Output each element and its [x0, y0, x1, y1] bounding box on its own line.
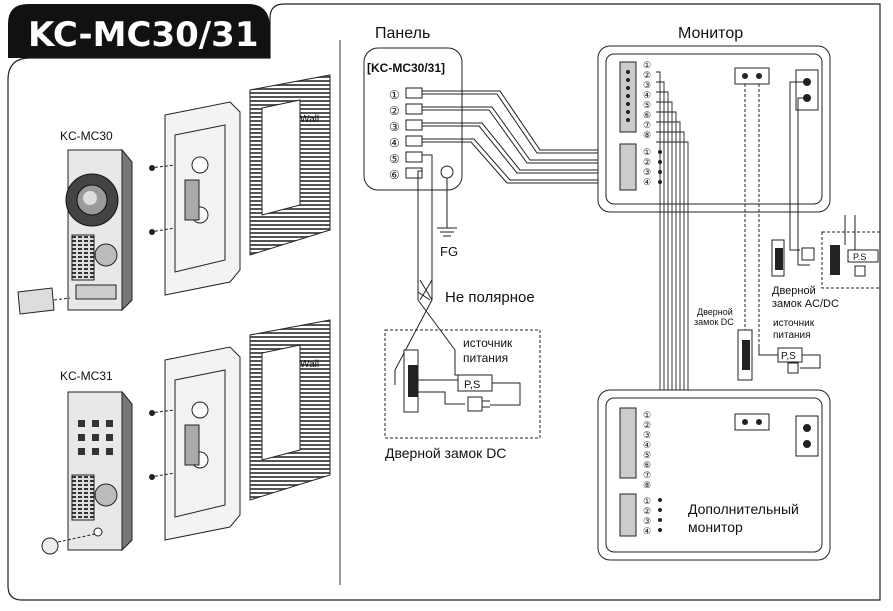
mc31-bracket [149, 346, 241, 541]
mc31-wall: Wall [249, 319, 331, 501]
panel-box [363, 47, 463, 191]
pin-number: ① [643, 60, 651, 70]
monitor-doorlock-dc-l1: Дверной [697, 307, 733, 317]
pin-number: ③ [643, 516, 651, 526]
pin-number: ③ [643, 430, 651, 440]
pin-number: ① [643, 496, 651, 506]
wall-label-1: Wall [300, 114, 319, 125]
monitor-doorlock-acdc-l2: замок AC/DC [772, 298, 839, 310]
monitor-doorlock-acdc-l1: Дверной [772, 285, 816, 297]
sub-monitor-connector-8: ① ② ③ ④ ⑤ ⑥ ⑦ ⑧ [619, 407, 651, 490]
pin-number: ⑧ [643, 480, 651, 490]
pin-number: ⑦ [643, 120, 651, 130]
pin-number: ⑤ [643, 450, 651, 460]
pin-number: ⑤ [643, 100, 651, 110]
monitor-doorlock-dc: P,S [737, 84, 821, 381]
terminal-number: ④ [389, 136, 400, 150]
monitor-doorlock-acdc: P.S [771, 81, 881, 289]
pin-number: ④ [643, 90, 651, 100]
mc31-unit [41, 390, 133, 555]
monitor-terminals [734, 67, 819, 111]
terminal-number: ② [389, 104, 400, 118]
monitor-connector-8: ① ② ③ ④ ⑤ ⑥ ⑦ ⑧ [619, 60, 651, 140]
panel-model: [KC-MC30/31] [367, 61, 445, 75]
monitor-doorlock-dc-l2: замок DC [694, 317, 734, 327]
monitor-ps-label: P,S [781, 351, 796, 362]
pin-number: ③ [643, 80, 651, 90]
pin-number: ① [643, 410, 651, 420]
monitor-connector-4: ① ② ③ ④ [619, 143, 662, 191]
pin-number: ② [643, 157, 651, 167]
fg-ground [437, 178, 457, 237]
sub-monitor-terminals [734, 413, 819, 457]
mc30-unit [17, 148, 133, 315]
panel-doorlock-box [384, 329, 541, 439]
pin-number: ④ [643, 440, 651, 450]
model-title: KC-MC30/31 [28, 15, 259, 55]
mc30-bracket [149, 101, 241, 296]
monitor-heading: Монитор [678, 25, 743, 42]
non-polar-label: Не полярное [445, 289, 535, 306]
panel-door-lock-dc: Дверной замок DC [385, 445, 506, 461]
sub-monitor-connector-4: ① ② ③ ④ [619, 493, 662, 537]
panel-heading: Панель [375, 25, 430, 42]
mc31-label: KC-MC31 [60, 369, 113, 383]
panel-doorlock: P,S [403, 349, 521, 413]
panel-power-l2: питания [463, 351, 508, 365]
fg-label: FG [440, 244, 458, 259]
wall-label-2: Wall [300, 359, 319, 370]
monitor-ps-right: P.S [853, 252, 866, 262]
sub-monitor-label-l2: монитор [688, 519, 743, 535]
panel-ps-label: P,S [464, 379, 480, 391]
mc30-label: KC-MC30 [60, 129, 113, 143]
pin-number: ② [643, 70, 651, 80]
sub-monitor-box [597, 389, 831, 561]
panel-terminals: ① ② ③ ④ ⑤ ⑥ [389, 87, 454, 182]
pin-number: ① [643, 147, 651, 157]
pin-number: ② [643, 420, 651, 430]
terminal-number: ③ [389, 120, 400, 134]
panel-power-l1: источник [463, 336, 513, 350]
terminal-number: ① [389, 88, 400, 102]
monitor-power-l1: источник [773, 318, 815, 329]
mc30-wall: Wall [249, 74, 331, 256]
panel-monitor-wires [422, 90, 620, 184]
sub-monitor-label-l1: Дополнительный [688, 501, 799, 517]
pin-number: ④ [643, 177, 651, 187]
pin-number: ③ [643, 167, 651, 177]
pin-number: ⑥ [643, 110, 651, 120]
pin-number: ② [643, 506, 651, 516]
terminal-number: ⑥ [389, 168, 400, 182]
outer-frame [7, 3, 881, 601]
monitor-box [597, 45, 831, 213]
pin-number: ⑧ [643, 130, 651, 140]
pin-number: ④ [643, 526, 651, 536]
pin-number: ⑥ [643, 460, 651, 470]
title-tab [8, 4, 270, 58]
terminal-number: ⑤ [389, 152, 400, 166]
monitor-power-l2: питания [773, 330, 811, 341]
pin-number: ⑦ [643, 470, 651, 480]
